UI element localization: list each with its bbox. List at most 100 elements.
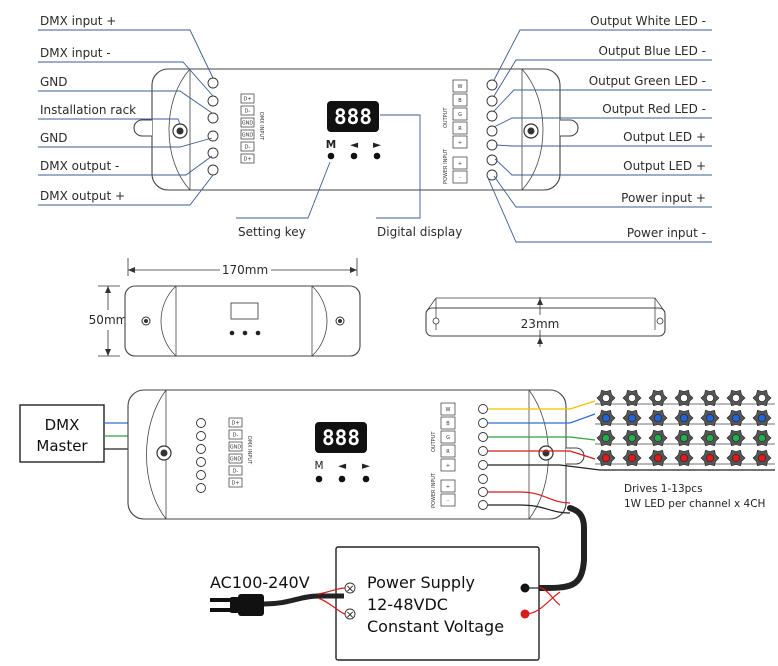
front-view-body: [124, 285, 361, 357]
tlabel-d-plus-2: D+: [243, 157, 251, 163]
terminal-out-b[interactable]: [486, 95, 498, 107]
tlabel-d-minus-2: D-: [245, 145, 251, 151]
right-end-curve: [521, 68, 544, 191]
led-chip-red-2: [628, 454, 636, 462]
callout-output-led-plus-1: Output LED +: [623, 130, 706, 144]
b-tlabel-d-minus-1: D-: [233, 433, 239, 439]
tlabel-w: W: [458, 84, 463, 90]
dmx-terminal-block: D+ D- GND GND D- D+ DMX INPUT: [207, 77, 264, 176]
callout-dmx-output-minus: DMX output -: [40, 159, 119, 173]
dmx-master-line1: DMX: [45, 416, 80, 434]
tlabel-plus-out: +: [458, 140, 462, 146]
key-m-button[interactable]: [327, 152, 335, 160]
tlabel-g: G: [458, 112, 462, 118]
led-chip-white-3: [654, 394, 662, 402]
led-chip-blue-6: [732, 414, 740, 422]
digital-display: [327, 101, 379, 132]
terminal-gnd-2[interactable]: [207, 130, 219, 142]
tlabel-plus-pwr: +: [458, 161, 462, 167]
callout-output-white-minus: Output White LED -: [590, 14, 706, 28]
b-tlabel-plus-pwr: +: [446, 484, 450, 490]
callout-power-input-plus: Power input +: [621, 191, 706, 205]
led-chip-blue-4: [680, 414, 688, 422]
terminal-dmx-in-minus[interactable]: [207, 95, 219, 107]
b-tlabel-w: W: [446, 407, 451, 413]
psu-line2: 12-48VDC: [367, 595, 448, 614]
led-array: [595, 389, 775, 467]
dimension-side-view: 23mm: [425, 297, 666, 347]
b-tlabel-gnd-2: GND: [230, 457, 242, 463]
terminal-pwr-plus[interactable]: [486, 169, 498, 181]
callout-power-input-minus: Power input -: [627, 226, 706, 240]
b-key-left-label: ◄: [338, 460, 347, 472]
svg-text:×: ×: [346, 583, 355, 595]
led-chip-blue-7: [758, 414, 766, 422]
tlabel-output: OUTPUT: [443, 107, 449, 128]
led-chip-white-1: [602, 394, 610, 402]
terminal-dmx-in-plus[interactable]: [207, 77, 219, 89]
terminal-out-plus-2[interactable]: [486, 154, 498, 166]
left-screw-head: [176, 127, 184, 135]
output-wires: [488, 400, 775, 514]
callout-dmx-input-plus: DMX input +: [40, 14, 116, 28]
callout-gnd-1: GND: [40, 75, 68, 89]
led-chip-red-6: [732, 454, 740, 462]
led-chip-white-5: [706, 394, 714, 402]
callout-output-blue-minus: Output Blue LED -: [598, 44, 706, 58]
tlabel-b: B: [458, 98, 462, 104]
callout-installation-rack: Installation rack: [40, 103, 136, 117]
led-chip-white-7: [758, 394, 766, 402]
terminal-dmx-out-plus[interactable]: [207, 164, 219, 176]
led-chip-green-3: [654, 434, 662, 442]
b-tlabel-output: OUTPUT: [431, 431, 437, 452]
led-chip-red-3: [654, 454, 662, 462]
led-chip-red-7: [758, 454, 766, 462]
led-chip-blue-5: [706, 414, 714, 422]
controller-bottom: D+ D- GND GND D- D+ DMX INPUT 888 M ◄ ► …: [127, 389, 585, 520]
key-m-label: M: [326, 139, 336, 151]
dmx-master-box: DMX Master: [19, 404, 105, 463]
psu-line1: Power Supply: [367, 573, 475, 592]
key-left-button[interactable]: [350, 152, 358, 160]
terminal-out-g[interactable]: [486, 110, 498, 122]
b-tlabel-minus-pwr: -: [447, 498, 449, 504]
led-chip-white-4: [680, 394, 688, 402]
b-key-m-label: M: [314, 460, 323, 472]
dim-length: 170mm: [222, 263, 268, 277]
right-screw-head: [527, 127, 535, 135]
right-mount-slot: [560, 119, 579, 137]
callout-output-led-plus-2: Output LED +: [623, 159, 706, 173]
dimension-front-view: 170mm 50mm: [89, 258, 361, 357]
tlabel-power-input: POWER INPUT: [443, 148, 449, 184]
callout-digital-display: Digital display: [377, 225, 462, 239]
b-tlabel-r: R: [446, 449, 450, 455]
terminal-out-r[interactable]: [486, 125, 498, 137]
key-right-button[interactable]: [373, 152, 381, 160]
terminal-gnd-1[interactable]: [207, 112, 219, 124]
led-chip-blue-1: [602, 414, 610, 422]
b-tlabel-d-plus-1: D+: [231, 421, 239, 427]
dc-cable: [536, 505, 587, 591]
svg-text:×: ×: [346, 609, 355, 621]
b-tlabel-dmx-input: DMX INPUT: [246, 436, 252, 465]
dim-width: 50mm: [89, 313, 128, 327]
terminal-out-w[interactable]: [486, 79, 498, 91]
tlabel-minus-pwr: -: [459, 175, 461, 181]
callout-lines-right: [487, 29, 712, 243]
left-end-curve: [168, 68, 191, 191]
led-chip-white-2: [628, 394, 636, 402]
callout-setting-key: Setting key: [238, 225, 306, 239]
b-tlabel-plus-out: +: [446, 463, 450, 469]
terminal-out-plus-1[interactable]: [486, 139, 498, 151]
b-display-digits: 888: [322, 426, 360, 450]
callout-output-red-minus: Output Red LED -: [602, 102, 706, 116]
key-left-label: ◄: [350, 139, 359, 151]
callout-lines-left: [38, 29, 214, 206]
power-supply: × × Power Supply 12-48VDC Constant Volta…: [335, 546, 540, 661]
callout-dmx-output-plus: DMX output +: [40, 189, 125, 203]
callout-gnd-2: GND: [40, 131, 68, 145]
b-tlabel-d-minus-2: D-: [233, 469, 239, 475]
callout-lines-bottom: [236, 114, 421, 219]
b-digital-display: [315, 422, 367, 453]
terminal-dmx-out-minus[interactable]: [207, 147, 219, 159]
